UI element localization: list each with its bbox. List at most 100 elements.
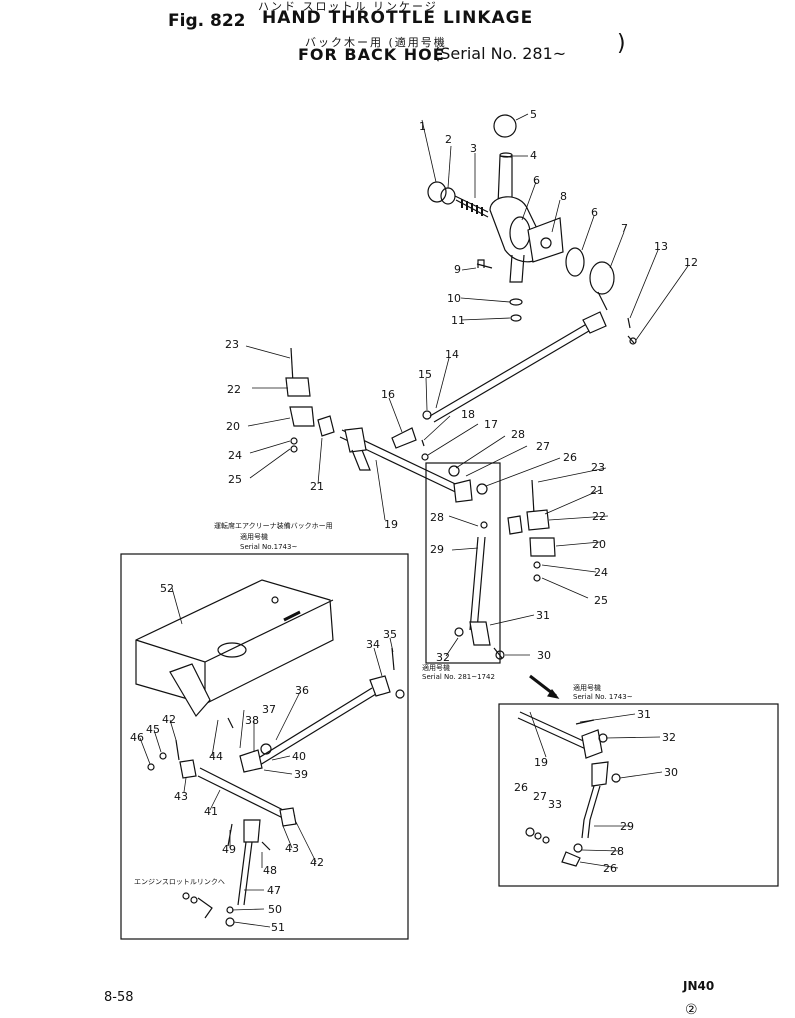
callout-14: 14 [445, 348, 459, 361]
callout-43a: 43 [174, 790, 188, 803]
callout-24a: 24 [228, 449, 242, 462]
left-inset-box [120, 553, 409, 940]
callout-15: 15 [418, 368, 432, 381]
right-inset-box [498, 703, 779, 887]
callout-38: 38 [245, 714, 259, 727]
callout-23a: 23 [225, 338, 239, 351]
right-inset-parts [517, 711, 621, 867]
holder-20-part [289, 406, 315, 427]
callout-22b: 22 [592, 510, 606, 523]
left-inset-serial: Serial No.1743~ [240, 543, 297, 551]
callout-9: 9 [454, 263, 461, 276]
callout-r19: 19 [534, 756, 548, 769]
callout-2: 2 [445, 133, 452, 146]
washer-part [440, 187, 456, 205]
callout-39: 39 [294, 768, 308, 781]
callout-47: 47 [267, 884, 281, 897]
callout-43b: 43 [285, 842, 299, 855]
callout-r26b: 26 [603, 862, 617, 875]
callout-5: 5 [530, 108, 537, 121]
holder-20b-part [529, 537, 556, 557]
middle-linkage [285, 347, 556, 660]
callout-4: 4 [530, 149, 537, 162]
callout-30: 30 [537, 649, 551, 662]
callout-37: 37 [262, 703, 276, 716]
callout-45: 45 [146, 723, 160, 736]
callout-23b: 23 [591, 461, 605, 474]
serial-paren-close: ) [617, 31, 626, 56]
center-note-serial: Serial No. 281~1742 [422, 673, 495, 681]
callout-13: 13 [654, 240, 668, 253]
callout-40: 40 [292, 750, 306, 763]
leader-lines [139, 113, 689, 928]
friction-disc-2-part [565, 247, 585, 277]
bracket-disc-part [589, 261, 615, 295]
callout-1: 1 [419, 120, 426, 133]
callout-28b: 28 [430, 511, 444, 524]
callout-36: 36 [295, 684, 309, 697]
page-number: 8-58 [104, 990, 134, 1005]
callout-r29: 29 [620, 820, 634, 833]
serial-range: (Serial No. 281~ [434, 44, 567, 63]
nut-11-part [510, 314, 522, 322]
bushing-21-part [317, 415, 335, 437]
callout-labels: 1 2 3 5 4 6 8 6 7 13 12 9 10 11 14 15 16… [130, 108, 698, 934]
callout-7: 7 [621, 222, 628, 235]
japanese-subtitle: バック木ー用 (適用号機 [305, 36, 447, 49]
knob-part [493, 114, 517, 138]
callout-22a: 22 [227, 383, 241, 396]
callout-50: 50 [268, 903, 282, 916]
variant-captions: 運転席エアクリーナ装備バックホー用 適用号機 Serial No.1743~ エ… [134, 521, 633, 886]
callout-20b: 20 [592, 538, 606, 551]
callout-51: 51 [271, 921, 285, 934]
bolt-23-part [290, 347, 294, 384]
bushing-21b-part [507, 515, 523, 535]
document-code: JN40 [683, 979, 715, 993]
callout-35: 35 [383, 628, 397, 641]
callout-26: 26 [563, 451, 577, 464]
right-inset-serial: Serial No. 1743~ [573, 693, 633, 701]
callout-46: 46 [130, 731, 144, 744]
bolt-9-part [476, 259, 493, 269]
yoke-16-part [391, 427, 417, 449]
callout-48: 48 [263, 864, 277, 877]
callout-44: 44 [209, 750, 223, 763]
plate-part [527, 217, 564, 263]
shaft-41-part [197, 767, 296, 824]
callout-42b: 42 [310, 856, 324, 869]
right-inset-caption-jp: 適用号機 [573, 683, 601, 692]
callout-21b: 21 [590, 484, 604, 497]
washer-10-part [509, 298, 523, 306]
callout-42a: 42 [162, 713, 176, 726]
lever-assembly [427, 114, 637, 423]
rod-47-part [237, 841, 253, 906]
callout-r27: 27 [533, 790, 547, 803]
callout-25b: 25 [594, 594, 608, 607]
callout-10: 10 [447, 292, 461, 305]
callout-6a: 6 [533, 174, 540, 187]
callout-6b: 6 [591, 206, 598, 219]
callout-28a: 28 [511, 428, 525, 441]
rod-36-part [251, 687, 377, 769]
shaft-19b-part [517, 711, 591, 751]
callout-29: 29 [430, 543, 444, 556]
left-inset-caption-jp: 運転席エアクリーナ装備バックホー用 [214, 521, 333, 530]
nut-part [427, 181, 447, 203]
engine-throttle-note: エンジンスロットルリンクへ [134, 878, 225, 886]
cap-22-part [285, 377, 311, 397]
rod-29-part [469, 536, 486, 631]
callout-8: 8 [560, 190, 567, 203]
callout-32: 32 [436, 651, 450, 664]
lever-arm-part [509, 254, 525, 283]
nut-15-part [422, 410, 432, 420]
page-title: HAND THROTTLE LINKAGE [262, 8, 534, 28]
left-inset-caption-jp2: 適用号機 [240, 532, 268, 541]
callout-r30: 30 [664, 766, 678, 779]
callout-16: 16 [381, 388, 395, 401]
center-note-jp: 適用号機 [422, 663, 450, 672]
callout-12: 12 [684, 256, 698, 269]
callout-19: 19 [384, 518, 398, 531]
revision-mark: ② [685, 1002, 698, 1018]
callout-41: 41 [204, 805, 218, 818]
